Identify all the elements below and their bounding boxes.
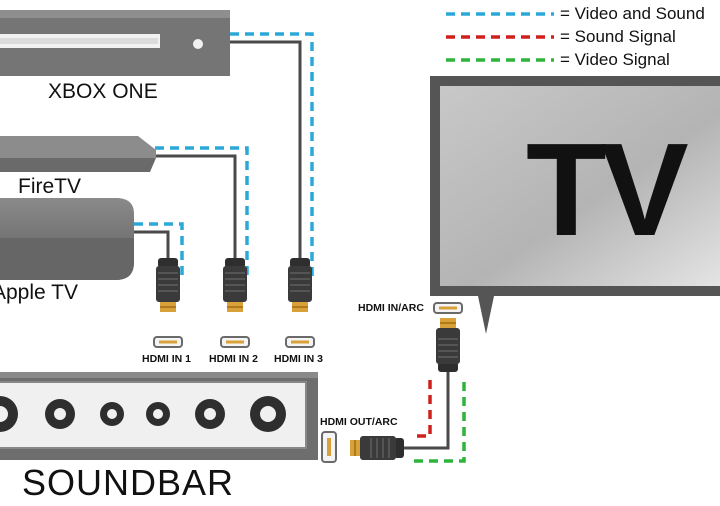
soundbar-hdmi-plug	[350, 436, 404, 460]
firetv-video-sound-line	[155, 146, 249, 276]
firetv-cable	[155, 154, 237, 258]
tv-label: TV	[526, 116, 689, 263]
hdmi-port-1	[153, 336, 183, 348]
soundbar-device	[0, 372, 318, 460]
hdmi-out-arc-label: HDMI OUT/ARC	[320, 416, 398, 428]
soundbar-label: SOUNDBAR	[22, 462, 235, 503]
tv-stand	[478, 296, 494, 334]
video-signal-line	[412, 382, 466, 463]
legend-video-label: = Video Signal	[560, 50, 670, 69]
sound-signal-line	[412, 380, 432, 438]
tv-hdmi-plug	[436, 318, 460, 372]
hdmi-port-tv	[433, 302, 463, 314]
appletv-label: Apple TV	[0, 281, 78, 304]
appletv-video-sound-line	[134, 222, 184, 276]
hdmi-port-soundbar	[321, 431, 337, 463]
firetv-label: FireTV	[18, 175, 81, 198]
hdmi-in-1-label: HDMI IN 1	[142, 353, 192, 365]
xbox-power-icon	[193, 39, 203, 49]
tv-device	[430, 76, 720, 334]
arc-cable	[404, 372, 450, 450]
xbox-label: XBOX ONE	[48, 80, 158, 103]
hdmi-in-arc-label: HDMI IN/ARC	[358, 302, 424, 314]
speaker-icons	[0, 396, 286, 432]
cables	[134, 40, 450, 450]
xbox-device	[0, 10, 230, 76]
legend-sound-label: = Sound Signal	[560, 27, 676, 46]
appletv-device	[0, 198, 134, 280]
hdmi-in-2-label: HDMI IN 2	[209, 353, 259, 365]
hdmi-plug-2	[223, 258, 247, 312]
legend-video-sound-label: = Video and Sound	[560, 4, 705, 23]
firetv-device	[0, 136, 156, 172]
xbox-cable	[230, 40, 302, 258]
hdmi-port-2	[220, 336, 250, 348]
hdmi-in-3-label: HDMI IN 3	[274, 353, 324, 365]
xbox-video-sound-line	[230, 32, 314, 276]
legend-swatches	[446, 12, 554, 62]
signal-lines	[134, 32, 466, 463]
hdmi-plug-1	[156, 258, 180, 312]
hdmi-plug-3	[288, 258, 312, 312]
hdmi-port-3	[285, 336, 315, 348]
appletv-cable	[134, 230, 170, 258]
